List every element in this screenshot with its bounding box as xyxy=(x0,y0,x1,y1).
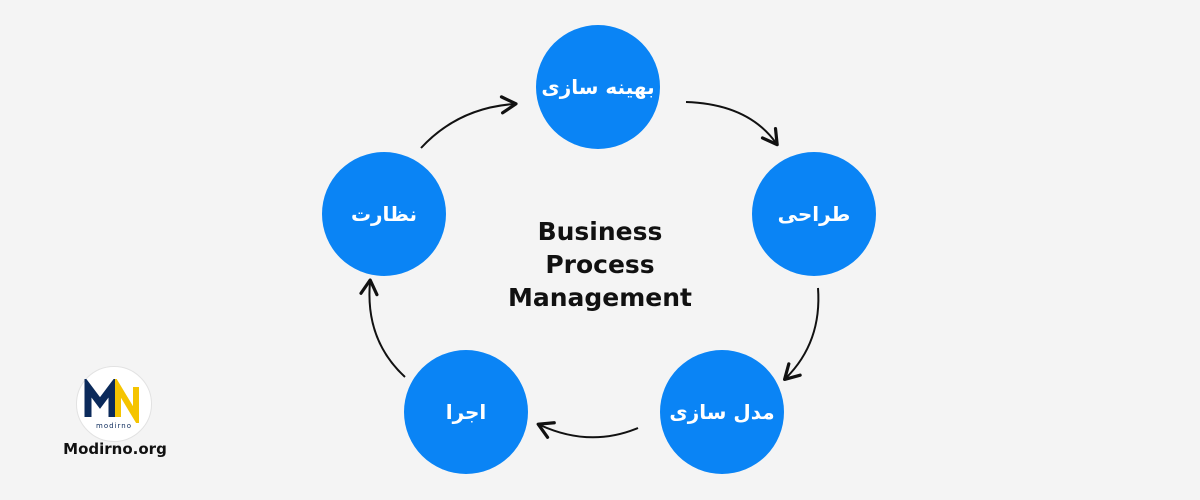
modirno-logo: modirno xyxy=(76,366,152,442)
node-design: طراحی xyxy=(752,152,876,276)
node-design-label: طراحی xyxy=(777,202,851,226)
node-optimization: بهینه سازی xyxy=(536,25,660,149)
node-execution: اجرا xyxy=(404,350,528,474)
center-title-line-2: Process xyxy=(545,250,655,279)
center-title-line-3: Management xyxy=(507,283,693,312)
logo-subtext: modirno xyxy=(96,422,132,430)
node-modeling: مدل سازی xyxy=(660,350,784,474)
node-monitoring: نظارت xyxy=(322,152,446,276)
site-url: Modirno.org xyxy=(63,440,167,458)
center-title: Business Process Management xyxy=(480,215,720,314)
arrow-optimization-to-design xyxy=(685,101,779,147)
arrow-design-to-modeling xyxy=(782,287,820,382)
node-modeling-label: مدل سازی xyxy=(669,400,775,424)
arrow-monitoring-to-optimization xyxy=(420,95,518,149)
node-execution-label: اجرا xyxy=(445,400,487,424)
logo-mark-icon xyxy=(84,379,139,423)
node-monitoring-label: نظارت xyxy=(350,202,418,226)
arrow-execution-to-monitoring xyxy=(359,278,406,378)
center-title-line-1: Business xyxy=(537,217,663,246)
arrow-modeling-to-execution xyxy=(536,421,639,439)
node-optimization-label: بهینه سازی xyxy=(541,75,655,99)
